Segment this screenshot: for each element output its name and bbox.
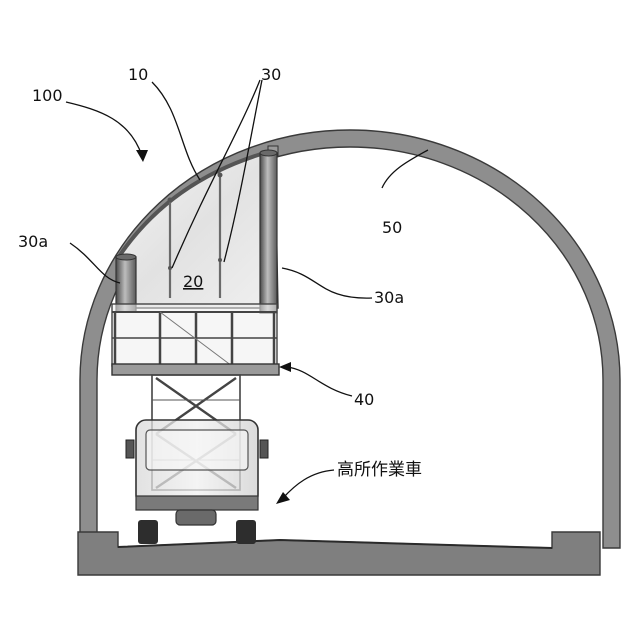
aerial-work-vehicle: [126, 420, 268, 544]
label-tunnel-lining: 50: [382, 218, 402, 237]
label-assembly: 100: [32, 86, 63, 105]
label-leg-left: 30a: [18, 232, 48, 251]
platform-railing: [112, 304, 277, 366]
label-shield-member: 10: [128, 65, 148, 84]
label-inner-space: 20: [183, 272, 203, 291]
label-vehicle: 高所作業車: [337, 460, 422, 480]
leg-right: [260, 150, 277, 313]
lift-platform: [112, 364, 279, 375]
label-lift-platform: 40: [354, 390, 374, 409]
label-leg-right: 30a: [374, 288, 404, 307]
label-support-members: 30: [261, 65, 281, 84]
